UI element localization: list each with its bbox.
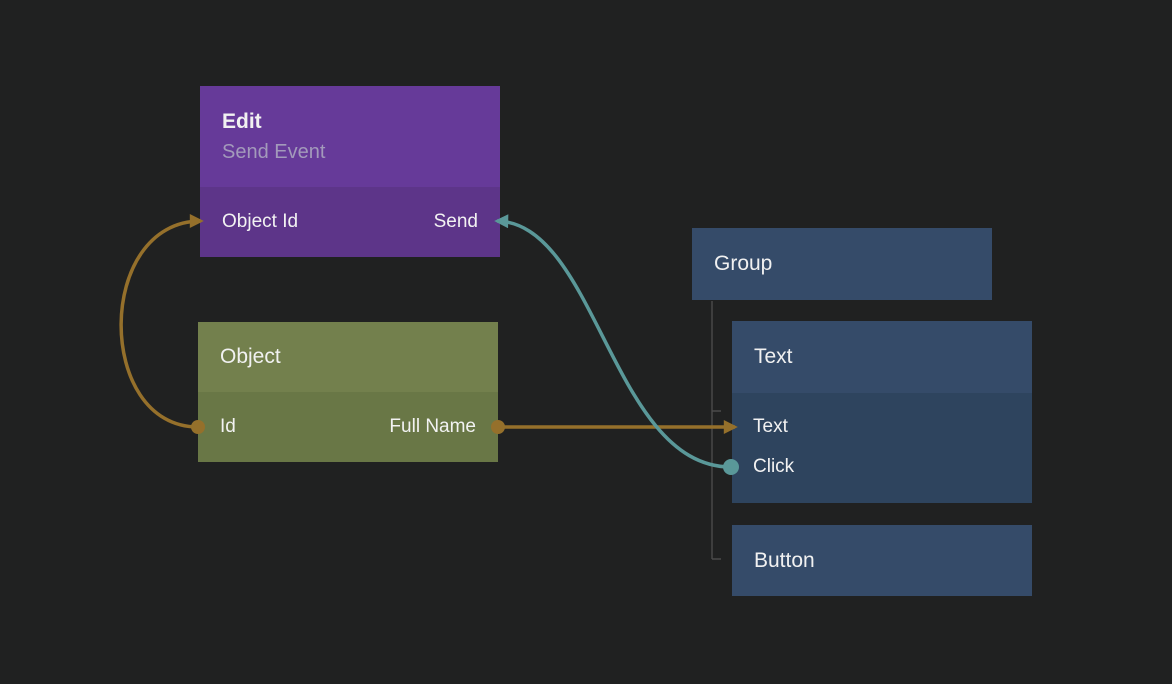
group-tree-line xyxy=(711,301,721,560)
port-object-full-name[interactable]: Full Name xyxy=(389,416,476,437)
node-text[interactable]: Text Text Click xyxy=(732,321,1032,503)
node-group[interactable]: Group xyxy=(692,228,992,300)
node-edit-subtitle: Send Event xyxy=(222,140,326,163)
node-object-header: Object xyxy=(198,322,498,392)
node-object-body: Id Full Name xyxy=(198,392,498,462)
node-edit[interactable]: Edit Send Event Object Id Send xyxy=(200,86,500,257)
port-object-id[interactable]: Id xyxy=(220,416,236,437)
node-text-header: Text xyxy=(732,321,1032,393)
node-edit-title: Edit xyxy=(222,109,262,133)
node-text-title: Text xyxy=(754,345,793,368)
node-text-body: Text Click xyxy=(732,393,1032,503)
node-edit-header: Edit Send Event xyxy=(200,86,500,187)
node-button[interactable]: Button xyxy=(732,525,1032,596)
port-text-text[interactable]: Text xyxy=(753,416,788,437)
node-group-title: Group xyxy=(714,252,773,275)
node-object[interactable]: Object Id Full Name xyxy=(198,322,498,462)
port-edit-object-id[interactable]: Object Id xyxy=(222,211,299,232)
port-edit-send[interactable]: Send xyxy=(433,211,478,232)
node-button-title: Button xyxy=(754,548,815,572)
wire-object-id-to-edit-object-id[interactable] xyxy=(119,214,204,429)
node-object-title: Object xyxy=(220,345,281,368)
node-group-header: Group xyxy=(692,228,992,300)
node-button-header: Button xyxy=(732,525,1032,596)
node-edit-body: Object Id Send xyxy=(200,187,500,257)
port-text-click[interactable]: Click xyxy=(753,456,795,477)
